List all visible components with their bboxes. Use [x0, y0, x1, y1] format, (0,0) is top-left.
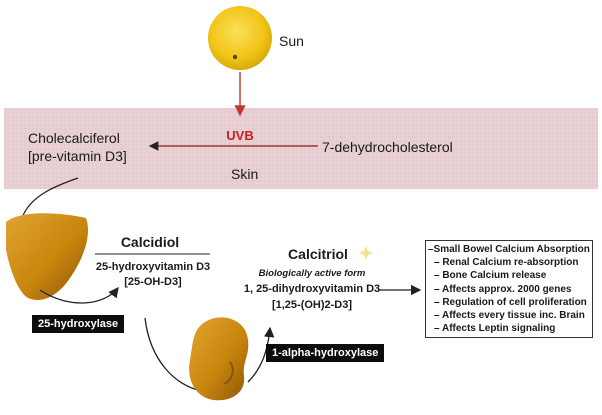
effect-item: – Regulation of cell proliferation — [434, 296, 587, 308]
sun-icon — [208, 6, 272, 70]
effect-item: – Affects approx. 2000 genes — [434, 283, 572, 295]
cholecalciferol-label: Cholecalciferol — [28, 130, 120, 146]
calcidiol-formula: [25-OH-D3] — [124, 276, 182, 288]
effect-item: – Affects every tissue inc. Brain — [434, 310, 585, 322]
kidney-to-calcitriol-arrow — [247, 326, 275, 383]
calcitriol-chemical-name: 1, 25-dihydroxyvitamin D3 — [243, 283, 381, 295]
calcitriol-title: Calcitriol — [288, 246, 348, 262]
liver-enzyme-label: 25-hydroxylase — [32, 315, 125, 333]
calcidiol-chemical-name: 25-hydroxyvitamin D3 — [95, 261, 211, 273]
liver-icon — [6, 213, 89, 300]
sparkle-icon — [359, 246, 373, 260]
sun-label: Sun — [279, 33, 304, 49]
effect-item: – Renal Calcium re-absorption — [434, 257, 579, 269]
effect-item: – Affects Leptin signaling — [434, 323, 556, 335]
effect-item: –Small Bowel Calcium Absorption — [428, 244, 590, 255]
kidney-icon — [189, 317, 249, 401]
uvb-label: UVB — [226, 128, 254, 143]
kidney-detail — [223, 361, 234, 385]
skin-label: Skin — [231, 166, 259, 182]
pre-vitamin-d3-label: [pre-vitamin D3] — [28, 148, 127, 164]
skin-band — [4, 108, 598, 189]
effect-item: – Bone Calcium release — [434, 270, 547, 282]
calcitriol-formula: [1,25-(OH)2-D3] — [271, 299, 353, 311]
skin-to-liver-connector — [21, 177, 79, 219]
calcidiol-title: Calcidiol — [120, 234, 180, 250]
kidney-enzyme-label: 1-alpha-hydroxylase — [266, 344, 385, 362]
precursor-label: 7-dehydrocholesterol — [322, 139, 453, 155]
calcitriol-subtitle: Biologically active form — [258, 268, 366, 279]
effects-list: –Small Bowel Calcium Absorption – Renal … — [425, 240, 593, 339]
liver-to-calcidiol-arrow — [39, 286, 119, 304]
